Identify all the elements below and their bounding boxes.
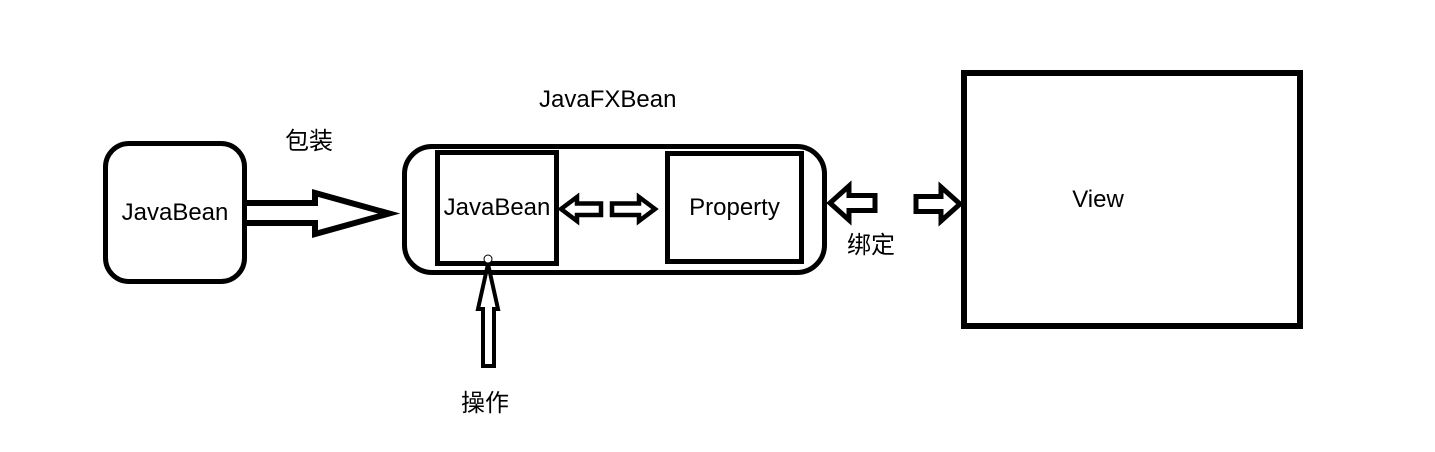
property-label: Property <box>689 193 780 221</box>
bind-right-arrow-icon <box>913 181 964 227</box>
property-box: Property <box>665 151 804 264</box>
operate-edge-label: 操作 <box>461 390 509 417</box>
operate-arrow-icon <box>475 263 501 368</box>
bind-left-arrow-icon <box>826 180 878 226</box>
wrap-edge-label: 包装 <box>285 128 333 155</box>
javafxbean-title: JavaFXBean <box>539 86 677 113</box>
javabean-wrapped-box: JavaBean <box>435 150 559 266</box>
view-box: View <box>961 70 1303 329</box>
view-label: View <box>1072 185 1124 213</box>
javabean-source-box: JavaBean <box>103 141 247 284</box>
bind-edge-label: 绑定 <box>847 232 895 259</box>
wrap-arrow-icon <box>247 189 401 238</box>
javabean-source-label: JavaBean <box>121 198 229 226</box>
javabean-wrapped-label: JavaBean <box>443 194 551 221</box>
javafxbean-container-box <box>402 144 827 275</box>
